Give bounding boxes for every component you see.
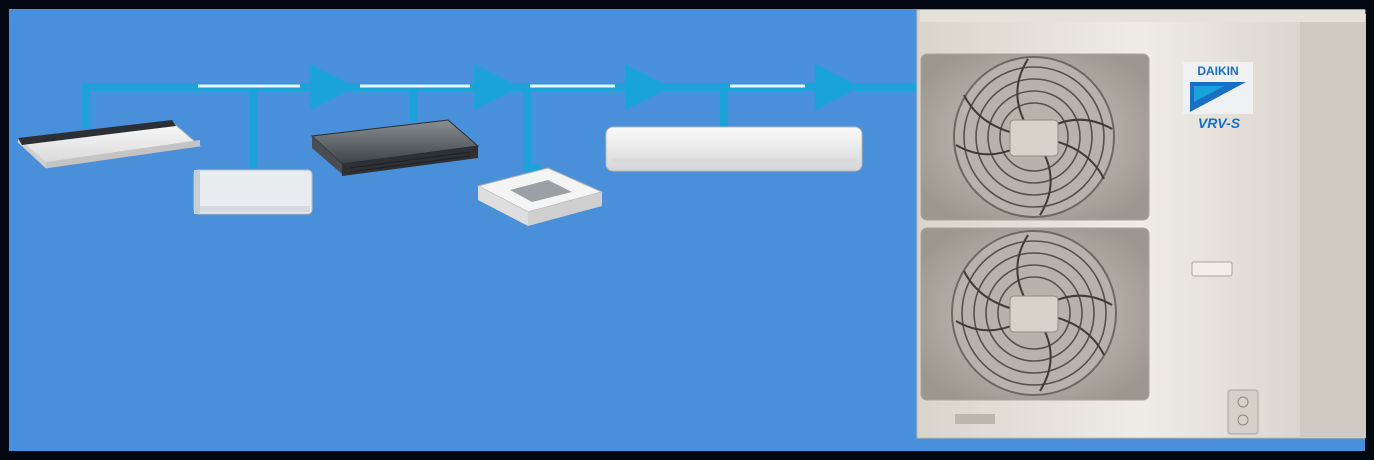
flow-arrow-icon bbox=[815, 64, 861, 110]
service-handle bbox=[1191, 261, 1233, 277]
brand-name: DAIKIN bbox=[1197, 64, 1238, 78]
indoor-unit-ducted bbox=[310, 119, 480, 176]
flow-arrow-icon bbox=[474, 64, 520, 110]
indoor-unit-ceiling-suspended bbox=[16, 120, 202, 169]
branch-pipe-cassette-unit bbox=[523, 87, 540, 172]
fan-grille-icon bbox=[920, 227, 1150, 401]
indoor-unit-floor-standing bbox=[193, 169, 313, 215]
flow-arrows bbox=[310, 64, 861, 110]
indoor-unit-cassette bbox=[476, 167, 604, 226]
fan-grille-icon bbox=[920, 53, 1150, 221]
outdoor-unit: DAIKIN VRV-S bbox=[916, 9, 1366, 439]
daikin-logo: DAIKIN VRV-S bbox=[1183, 62, 1253, 131]
flow-arrow-icon bbox=[625, 64, 671, 110]
model-name: VRV-S bbox=[1198, 115, 1241, 131]
indoor-unit-wall-mounted bbox=[605, 126, 863, 172]
flow-arrow-icon bbox=[310, 64, 356, 110]
